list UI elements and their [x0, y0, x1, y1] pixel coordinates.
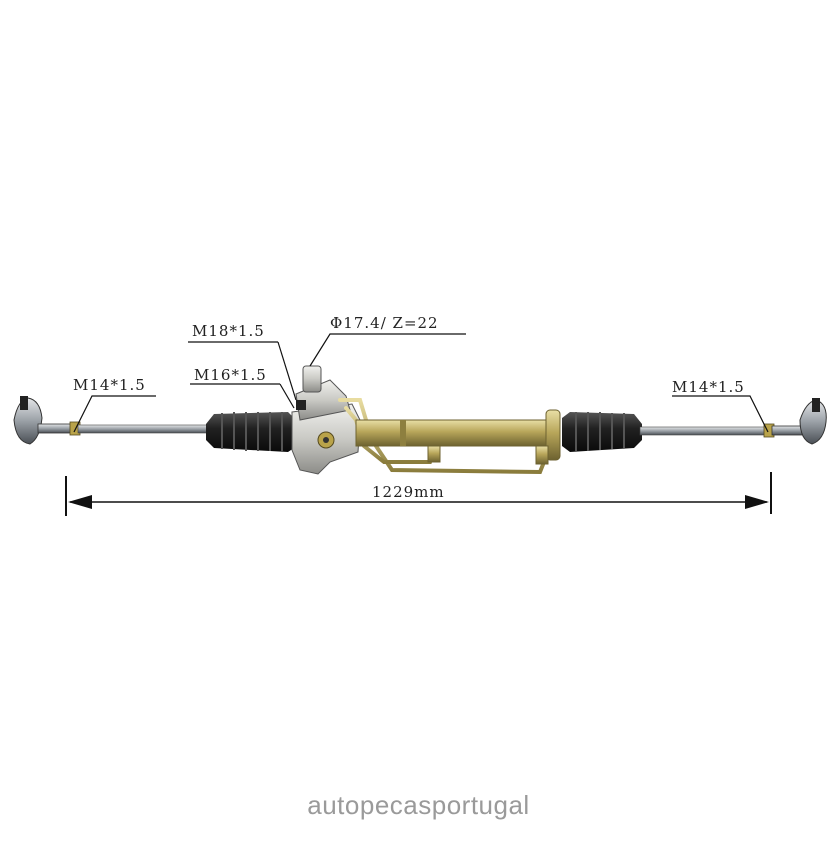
m18-thread-label: M18*1.5: [192, 322, 265, 340]
left-thread-leader: [73, 395, 156, 433]
m18-leader: [277, 341, 297, 401]
length-dimension: [65, 472, 772, 516]
dimension-arrow-right: [745, 495, 769, 509]
right-thread-leader: [672, 395, 769, 433]
right-boot: [562, 412, 642, 452]
dimension-arrow-left: [68, 495, 92, 509]
right-tie-rod: [639, 426, 769, 436]
total-length-label: 1229mm: [372, 483, 445, 501]
right-tie-rod-end: [763, 398, 827, 445]
left-tie-rod: [77, 424, 211, 434]
m16-leader: [279, 383, 295, 409]
left-boot: [206, 412, 294, 452]
left-tie-rod-end: [13, 396, 81, 445]
valve-housing: [291, 365, 361, 475]
right-thread-label: M14*1.5: [672, 378, 745, 396]
left-thread-label: M14*1.5: [73, 376, 146, 394]
pinion-leader: [309, 333, 466, 367]
power-cylinder: [355, 409, 561, 465]
m16-thread-label: M16*1.5: [194, 366, 267, 384]
watermark-text: autopecasportugal: [307, 790, 530, 820]
pinion-spec-label: Φ17.4/ Z=22: [330, 314, 439, 332]
leader-lines: [73, 333, 769, 433]
